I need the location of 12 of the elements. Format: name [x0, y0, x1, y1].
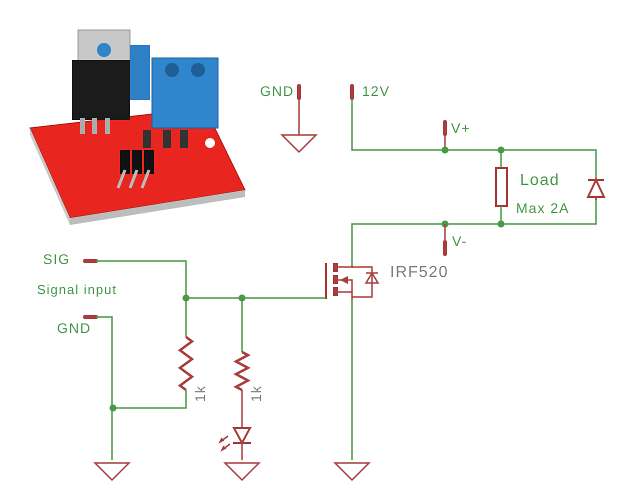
rating-label: Max 2A	[516, 200, 570, 216]
signal-description: Signal input	[37, 282, 117, 298]
pin-label: GND	[260, 83, 294, 99]
component-label: Load	[520, 173, 560, 189]
pin-label: 12V	[362, 83, 390, 99]
pin-label: V-	[452, 233, 468, 249]
pin-label: GND	[57, 320, 92, 336]
resistor-value-label: 1k	[248, 385, 264, 402]
pin-label: V+	[451, 120, 471, 136]
part-number-label: IRF520	[390, 265, 448, 281]
resistor-value-label: 1k	[192, 385, 208, 402]
pin-label: SIG	[43, 251, 70, 267]
